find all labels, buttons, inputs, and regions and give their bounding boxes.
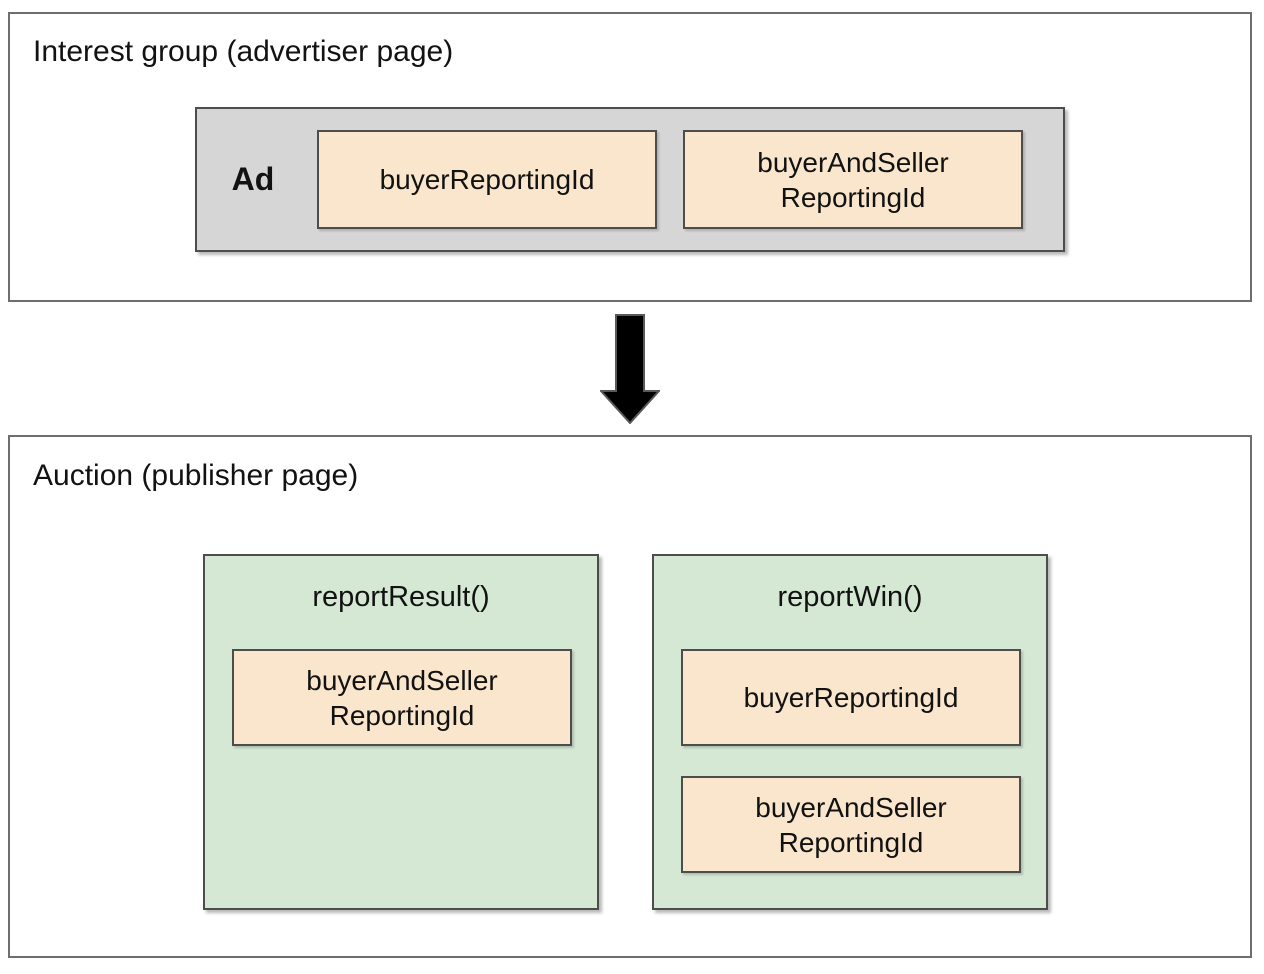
report-win-box: reportWin() buyerReportingId buyerAndSel… bbox=[652, 554, 1048, 910]
interest-group-panel: Interest group (advertiser page) Ad buye… bbox=[8, 12, 1252, 302]
field-label: buyerReportingId bbox=[743, 682, 959, 713]
report-result-box: reportResult() buyerAndSeller ReportingI… bbox=[203, 554, 599, 910]
ad-box: Ad buyerReportingId buyerAndSeller Repor… bbox=[195, 107, 1065, 252]
field-buyer-reporting-id: buyerReportingId bbox=[681, 649, 1021, 746]
report-win-title: reportWin() bbox=[777, 581, 923, 613]
field-buyer-and-seller-reporting-id: buyerAndSeller ReportingId bbox=[683, 130, 1023, 229]
report-result-title: reportResult() bbox=[312, 581, 490, 613]
field-buyer-and-seller-reporting-id: buyerAndSeller ReportingId bbox=[232, 649, 572, 746]
field-buyer-and-seller-reporting-id: buyerAndSeller ReportingId bbox=[681, 776, 1021, 873]
field-label: buyerReportingId bbox=[379, 164, 595, 195]
field-label: buyerAndSeller ReportingId bbox=[306, 664, 498, 731]
field-label: buyerAndSeller ReportingId bbox=[757, 146, 949, 213]
down-arrow-icon bbox=[598, 314, 662, 425]
auction-title: Auction (publisher page) bbox=[33, 459, 359, 492]
field-buyer-reporting-id: buyerReportingId bbox=[317, 130, 657, 229]
field-label: buyerAndSeller ReportingId bbox=[755, 791, 947, 858]
interest-group-title: Interest group (advertiser page) bbox=[33, 35, 454, 68]
ad-label: Ad bbox=[231, 161, 275, 197]
auction-panel: Auction (publisher page) reportResult() … bbox=[8, 435, 1252, 958]
